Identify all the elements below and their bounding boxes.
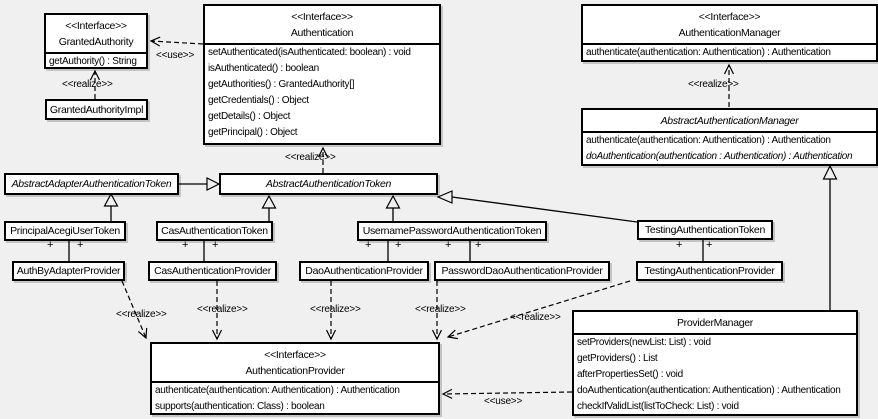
association-end-plus: + bbox=[365, 239, 372, 251]
class-dao-authentication-provider: DaoAuthenticationProvider bbox=[299, 261, 429, 281]
method-compartment: getAuthority() : String bbox=[46, 52, 146, 67]
association-end-plus: + bbox=[475, 239, 482, 251]
class-header: <<Interface>> AuthenticationManager bbox=[583, 6, 876, 43]
method: getAuthorities() : GrantedAuthority[] bbox=[208, 79, 355, 90]
method: authenticate(authentication: Authenticat… bbox=[586, 47, 831, 58]
use-label: <<use>> bbox=[484, 396, 523, 407]
method: authenticate(authentication: Authenticat… bbox=[155, 385, 400, 396]
class-name: AuthenticationManager bbox=[678, 27, 781, 39]
association-end-plus: + bbox=[77, 239, 84, 251]
method: getCredentials() : Object bbox=[208, 95, 309, 106]
class-name: TestingAuthenticationProvider bbox=[644, 265, 775, 277]
use-arrow bbox=[149, 36, 573, 399]
association-end-plus: + bbox=[706, 239, 713, 251]
realize-label: <<realize>> bbox=[415, 304, 466, 315]
class-name: CasAuthenticationToken bbox=[161, 225, 268, 237]
association-end-plus: + bbox=[47, 239, 54, 251]
association-line bbox=[68, 240, 704, 261]
stereotype-label: <<Interface>> bbox=[698, 11, 761, 23]
method: getProviders() : List bbox=[577, 353, 658, 364]
method-compartment: authenticate(authentication: Authenticat… bbox=[583, 131, 876, 164]
class-header: ProviderManager bbox=[574, 312, 856, 333]
method: checkIfValidList(listToCheck: List) : vo… bbox=[577, 401, 739, 412]
class-abstract-authentication-token: AbstractAuthenticationToken bbox=[219, 173, 438, 195]
method: getPrincipal() : Object bbox=[208, 127, 298, 138]
class-testing-authentication-token: TestingAuthenticationToken bbox=[637, 220, 773, 240]
class-name: AuthByAdapterProvider bbox=[16, 265, 121, 277]
class-authentication-manager: <<Interface>> AuthenticationManager auth… bbox=[581, 4, 878, 62]
association-end-plus: + bbox=[182, 239, 189, 251]
use-label: <<use>> bbox=[156, 50, 195, 61]
class-name: GrantedAuthority bbox=[58, 36, 134, 48]
class-password-dao-authentication-provider: PasswordDaoAuthenticationProvider bbox=[434, 261, 610, 281]
class-name: UsernamePasswordAuthenticationToken bbox=[362, 225, 542, 237]
stereotype-label: <<Interface>> bbox=[264, 349, 326, 361]
class-auth-by-adapter-provider: AuthByAdapterProvider bbox=[12, 261, 125, 281]
class-name: PrincipalAcegiUserToken bbox=[10, 225, 120, 237]
class-name: AbstractAuthenticationManager bbox=[660, 115, 799, 127]
class-testing-authentication-provider: TestingAuthenticationProvider bbox=[636, 261, 783, 281]
method: getAuthority() : String bbox=[49, 56, 137, 67]
class-name: AbstractAdapterAuthenticationToken bbox=[11, 178, 172, 190]
method-compartment: authenticate(authentication: Authenticat… bbox=[152, 381, 438, 413]
class-header: <<Interface>> AuthenticationProvider bbox=[152, 344, 438, 381]
class-cas-authentication-token: CasAuthenticationToken bbox=[156, 221, 273, 241]
class-name: AuthenticationProvider bbox=[245, 365, 345, 377]
realize-label: <<realize>> bbox=[197, 304, 248, 315]
class-name: ProviderManager bbox=[676, 317, 754, 329]
method: isAuthenticated() : boolean bbox=[208, 63, 319, 74]
class-principal-acegi-user-token: PrincipalAcegiUserToken bbox=[4, 221, 126, 241]
method: authenticate(authentication: Authenticat… bbox=[586, 135, 831, 146]
class-authentication: <<Interface>> Authentication setAuthenti… bbox=[203, 4, 441, 145]
method: doAuthentication(authentication: Authent… bbox=[577, 385, 841, 396]
method: supports(authentication: Class) : boolea… bbox=[155, 401, 325, 412]
class-username-password-authentication-token: UsernamePasswordAuthenticationToken bbox=[357, 221, 547, 241]
class-abstract-adapter-authentication-token: AbstractAdapterAuthenticationToken bbox=[4, 173, 179, 195]
realize-label: <<realize>> bbox=[116, 309, 167, 320]
class-granted-authority-impl: GrantedAuthorityImpl bbox=[45, 99, 148, 120]
method: setProviders(newList: List) : void bbox=[577, 337, 711, 348]
class-name: GrantedAuthorityImpl bbox=[49, 103, 144, 116]
class-granted-authority: <<Interface>> GrantedAuthority getAuthor… bbox=[44, 13, 148, 69]
class-authentication-provider: <<Interface>> AuthenticationProvider aut… bbox=[150, 342, 440, 415]
realize-label: <<realize>> bbox=[285, 152, 336, 163]
class-name: PasswordDaoAuthenticationProvider bbox=[441, 265, 603, 277]
association-end-plus: + bbox=[395, 239, 402, 251]
stereotype-label: <<Interface>> bbox=[291, 11, 353, 23]
class-name: TestingAuthenticationToken bbox=[644, 224, 766, 236]
class-header: <<Interface>> Authentication bbox=[205, 6, 439, 43]
association-end-plus: + bbox=[445, 239, 452, 251]
realize-label: <<realize>> bbox=[688, 79, 739, 90]
class-cas-authentication-provider: CasAuthenticationProvider bbox=[148, 261, 277, 281]
class-provider-manager: ProviderManager setProviders(newList: Li… bbox=[572, 310, 858, 416]
method: doAuthentication(authentication : Authen… bbox=[586, 151, 853, 162]
method-compartment: setAuthenticated(isAuthenticated: boolea… bbox=[205, 43, 439, 141]
generalization-arrow bbox=[103, 164, 838, 310]
stereotype-label: <<Interface>> bbox=[65, 20, 127, 32]
class-name: DaoAuthenticationProvider bbox=[305, 265, 423, 277]
class-name: CasAuthenticationProvider bbox=[154, 265, 271, 277]
method-compartment: authenticate(authentication: Authenticat… bbox=[583, 43, 876, 60]
association-end-plus: + bbox=[212, 239, 219, 251]
realize-label: <<realize>> bbox=[510, 312, 561, 323]
class-name: AbstractAuthenticationToken bbox=[265, 178, 392, 190]
realize-label: <<realize>> bbox=[310, 304, 361, 315]
method-compartment: setProviders(newList: List) : void getPr… bbox=[574, 333, 856, 414]
method: getDetails() : Object bbox=[208, 111, 291, 122]
class-name: Authentication bbox=[290, 27, 354, 39]
method: setAuthenticated(isAuthenticated: boolea… bbox=[208, 47, 411, 58]
method: afterPropertiesSet() : void bbox=[577, 369, 683, 380]
class-abstract-authentication-manager: AbstractAuthenticationManager authentica… bbox=[581, 108, 878, 166]
class-header: AbstractAuthenticationManager bbox=[583, 110, 876, 131]
association-end-plus: + bbox=[676, 239, 683, 251]
realize-arrow bbox=[89, 63, 735, 341]
class-header: <<Interface>> GrantedAuthority bbox=[46, 15, 146, 52]
realize-label: <<realize>> bbox=[62, 79, 113, 90]
